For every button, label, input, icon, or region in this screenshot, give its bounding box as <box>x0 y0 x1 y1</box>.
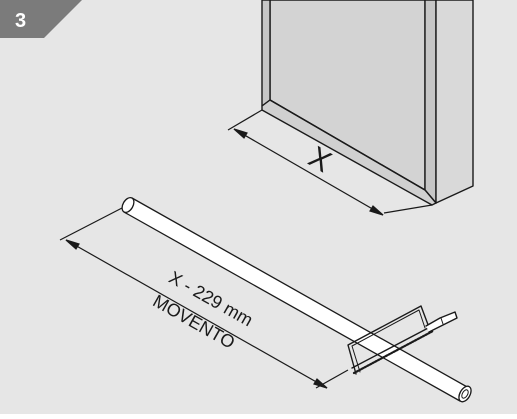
cabinet-dimension <box>227 109 433 216</box>
hacksaw-handle <box>425 311 458 333</box>
hacksaw-frame-inner <box>351 309 426 373</box>
step-badge: 3 <box>0 0 82 38</box>
hacksaw <box>347 305 458 375</box>
hacksaw-handle-ridge <box>440 317 444 325</box>
cabinet-left-wall <box>261 0 271 107</box>
arrowhead-near <box>313 378 328 389</box>
rod-end-hole <box>461 389 469 399</box>
dimension-line-x <box>233 128 384 216</box>
hacksaw-frame <box>347 305 431 375</box>
cabinet-right-wall-inner <box>424 0 437 204</box>
rod-end-far <box>121 196 135 214</box>
step-number: 3 <box>15 10 26 32</box>
cabinet-floor-back-edge <box>269 99 426 191</box>
arrowhead-right <box>369 205 384 216</box>
cabinet-right-wall-outer <box>435 0 474 204</box>
cabinet <box>261 0 474 206</box>
rod <box>121 196 472 403</box>
extension-line-left <box>227 109 263 131</box>
step-badge-shape <box>0 0 82 38</box>
hacksaw-teeth <box>352 329 435 375</box>
hacksaw-blade <box>351 325 433 369</box>
arrowhead-far <box>65 239 80 250</box>
dimension-line-rod <box>65 239 328 389</box>
extension-line-right <box>383 204 433 214</box>
arrowhead-left <box>233 128 248 139</box>
extension-line-far <box>59 207 123 241</box>
rod-dimension <box>59 207 349 389</box>
